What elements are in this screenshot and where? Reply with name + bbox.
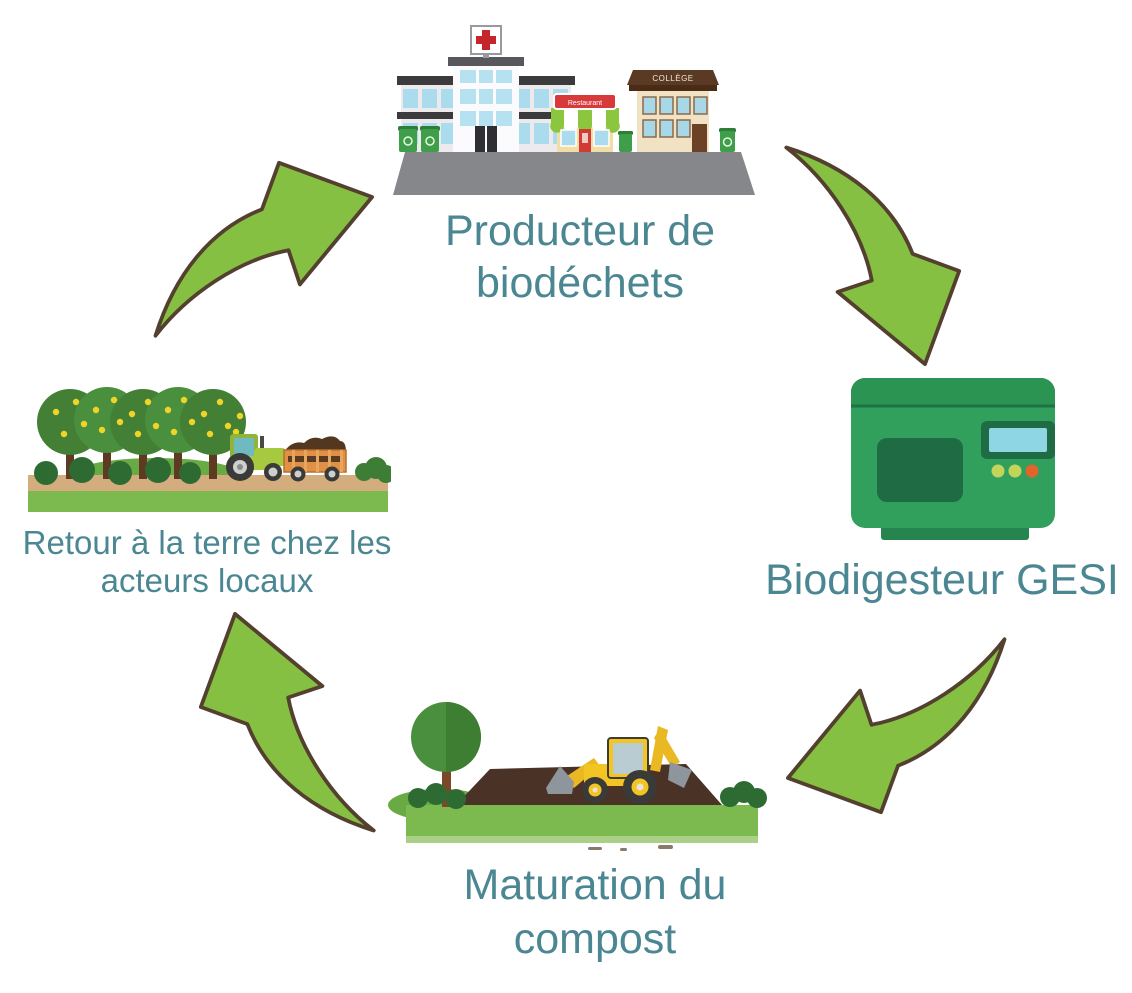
arrow-maturation-to-retour: [198, 612, 376, 833]
bushes: [34, 457, 201, 485]
arrow-retour-to-producteur: [153, 160, 374, 338]
cutoff-text-fragments: [588, 845, 673, 851]
compost-maturation-illustration: [388, 702, 767, 851]
label-line: Biodigesteur GESI: [765, 556, 1119, 604]
biowaste-producer-illustration: Restaurant COLLÈGE: [393, 25, 755, 195]
control-buttons: [991, 464, 1039, 478]
bushes: [408, 781, 767, 809]
bush-right: [355, 457, 391, 483]
biodigester-machine-illustration: [851, 378, 1055, 540]
control-screen: [981, 421, 1055, 459]
label-maturation-du-compost: Maturation du compost: [395, 858, 795, 966]
fruits: [52, 396, 244, 438]
red-cross-sign-icon: [470, 25, 502, 58]
arrow-producteur-to-biodigesteur: [784, 145, 962, 366]
tractor-icon: [226, 434, 288, 481]
recycling-bins-icon: [398, 126, 440, 152]
recycling-bin-icon: [719, 128, 736, 152]
label-line: biodéchets: [476, 259, 684, 307]
street-platform: [393, 152, 755, 195]
tree-icon: [411, 702, 481, 807]
machine-door: [877, 438, 963, 502]
label-biodigesteur-gesi: Biodigesteur GESI: [742, 554, 1132, 606]
label-line: Producteur de: [444, 207, 716, 255]
label-line: Maturation du: [463, 861, 727, 909]
restaurant-building: Restaurant: [550, 93, 620, 152]
compost-trailer-icon: [283, 436, 347, 482]
recycling-bin-icon: [618, 131, 633, 152]
label-producteur-de-biodechets: Producteur de biodéchets: [380, 205, 780, 309]
college-sign-label: COLLÈGE: [652, 74, 693, 83]
label-line: Retour à la terre chez les: [22, 524, 392, 561]
arrow-biodigesteur-to-maturation: [786, 637, 1007, 815]
college-building: COLLÈGE: [627, 70, 719, 152]
restaurant-sign-label: Restaurant: [568, 100, 602, 107]
orchard-trees: [37, 387, 246, 479]
backhoe-loader-icon: [546, 726, 692, 804]
label-line: compost: [513, 915, 677, 963]
label-line: acteurs locaux: [100, 562, 314, 599]
return-to-soil-illustration: [28, 387, 391, 512]
label-retour-a-la-terre: Retour à la terre chez les acteurs locau…: [7, 524, 407, 600]
